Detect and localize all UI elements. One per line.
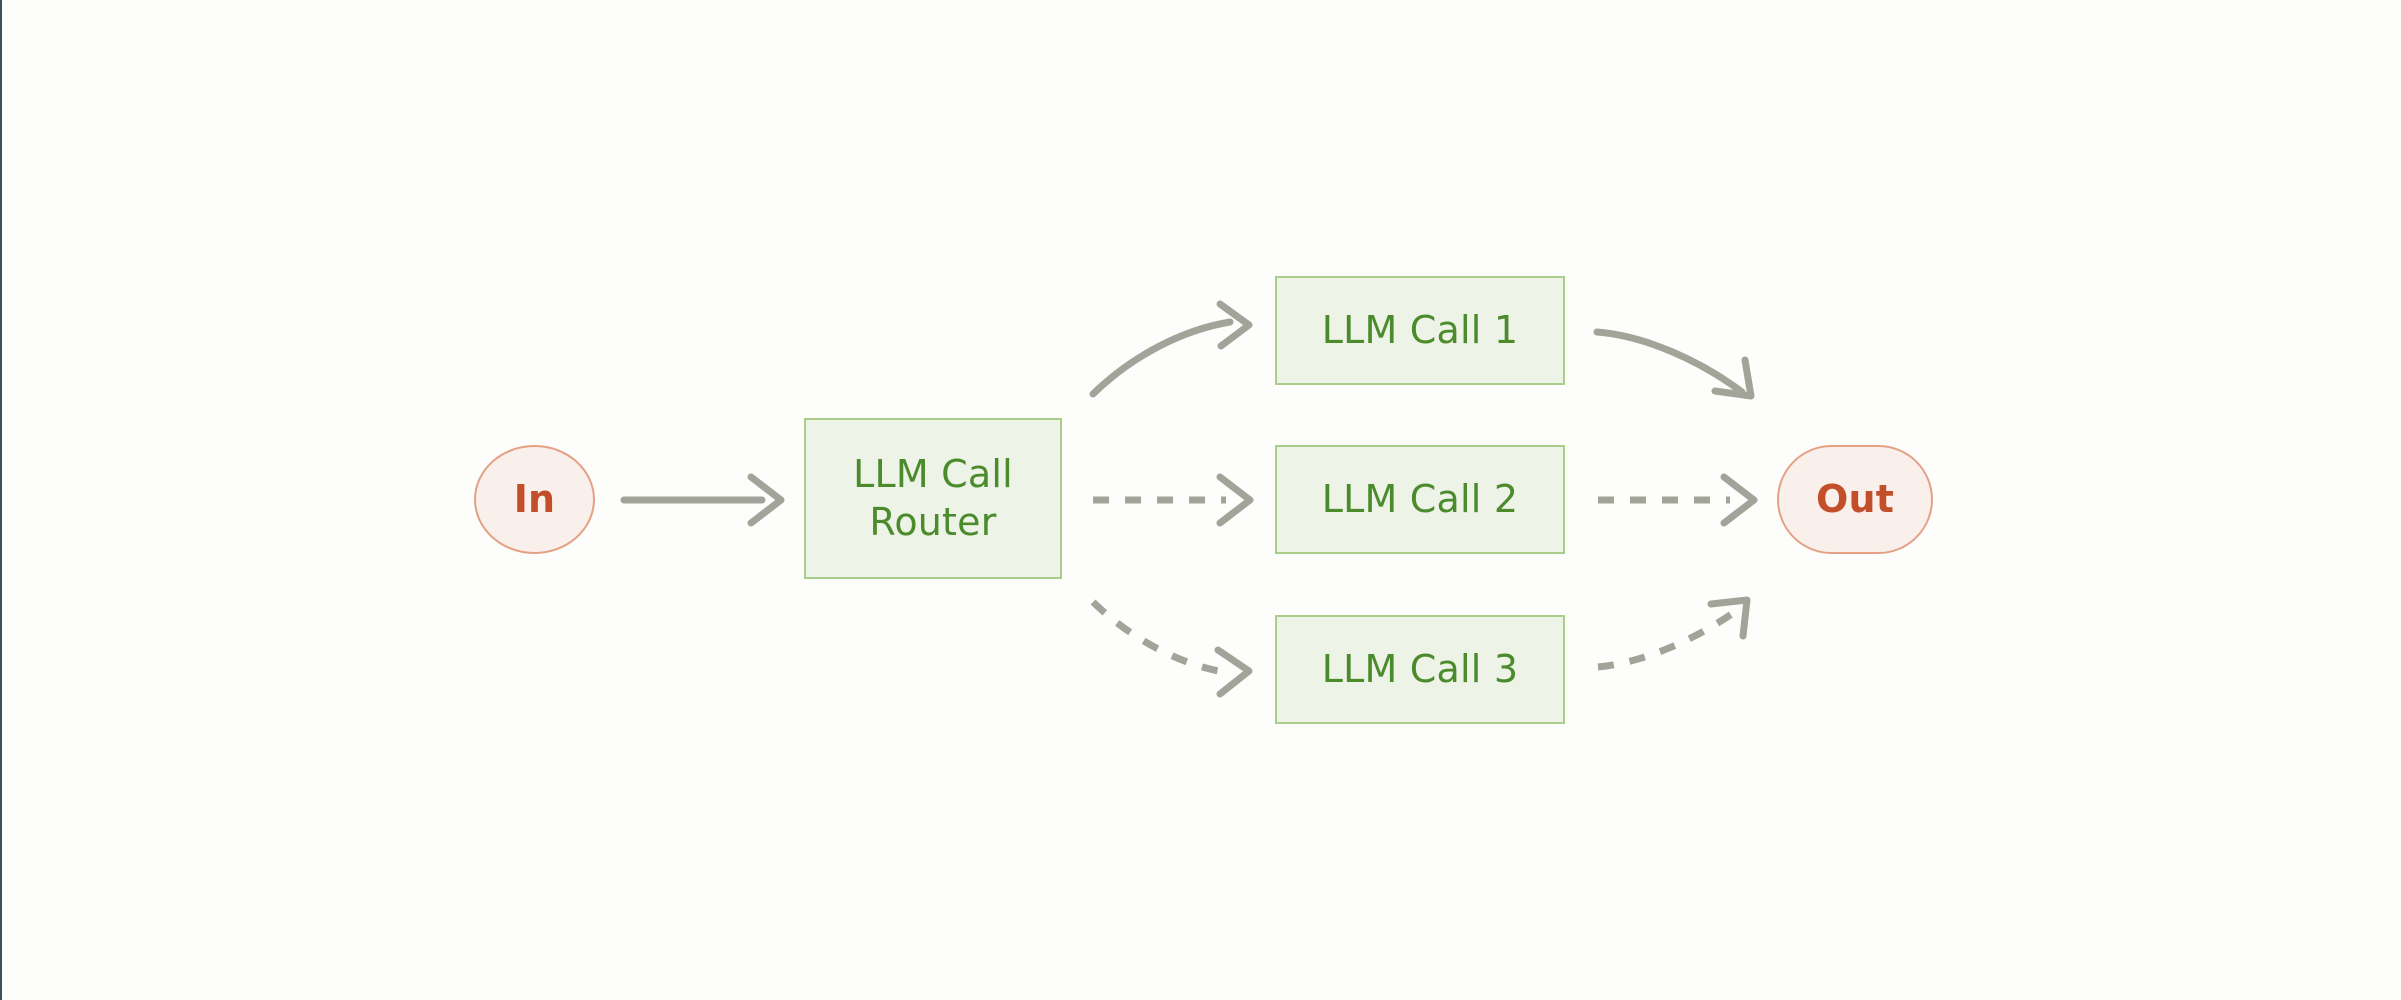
edge-router-to-call1: [1089, 300, 1253, 398]
edge-call1-to-out: [1593, 328, 1755, 400]
node-in[interactable]: In: [474, 445, 595, 554]
node-llm-call-router[interactable]: LLM Call Router: [804, 418, 1062, 579]
edge-in-to-router: [620, 473, 785, 527]
edge-call3-to-out: [1597, 596, 1751, 671]
edge-router-to-call3: [1090, 599, 1253, 698]
edge-call2-to-out: [1598, 473, 1758, 527]
node-llm-call-1-label: LLM Call 1: [1321, 307, 1519, 352]
node-llm-call-3-label: LLM Call 3: [1321, 646, 1519, 691]
node-llm-call-2-label: LLM Call 2: [1321, 476, 1519, 521]
node-llm-call-3[interactable]: LLM Call 3: [1275, 615, 1565, 724]
node-llm-call-2[interactable]: LLM Call 2: [1275, 445, 1565, 554]
node-out[interactable]: Out: [1777, 445, 1933, 554]
node-llm-call-router-label: LLM Call Router: [853, 452, 1013, 544]
node-out-label: Out: [1815, 476, 1895, 521]
edge-router-to-call2: [1093, 473, 1254, 527]
node-llm-call-1[interactable]: LLM Call 1: [1275, 276, 1565, 385]
node-in-label: In: [513, 476, 556, 521]
